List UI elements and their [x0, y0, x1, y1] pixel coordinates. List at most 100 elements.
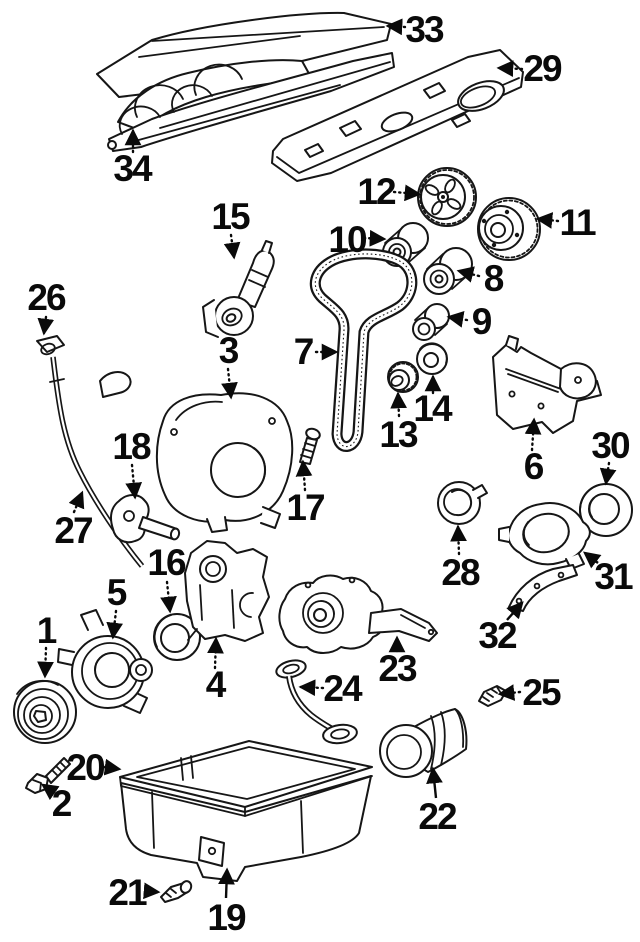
- callout-number[interactable]: 10: [328, 219, 369, 260]
- leader-arrow: [390, 391, 408, 418]
- callout-21[interactable]: 21: [108, 872, 161, 913]
- callout-10[interactable]: 10: [328, 219, 387, 260]
- callout-13[interactable]: 13: [379, 391, 420, 455]
- callout-number[interactable]: 22: [418, 796, 459, 837]
- leader-arrow: [40, 783, 60, 801]
- leader-arrow: [218, 867, 235, 899]
- part-5-pump-housing: [57, 609, 153, 714]
- callout-number[interactable]: 34: [113, 148, 155, 189]
- callout-number[interactable]: 15: [211, 196, 252, 237]
- leader-arrow: [125, 463, 143, 500]
- callout-number[interactable]: 13: [379, 414, 420, 455]
- part-11-crank-timing-gear: [477, 197, 541, 261]
- leader-arrow: [583, 551, 602, 569]
- callout-number[interactable]: 12: [357, 171, 398, 212]
- callout-5[interactable]: 5: [106, 572, 129, 640]
- part-25-oil-fitting: [478, 685, 507, 707]
- callout-number[interactable]: 14: [413, 388, 455, 429]
- leader-arrow: [295, 459, 313, 492]
- callout-25[interactable]: 25: [497, 672, 563, 713]
- leader-arrow: [221, 367, 238, 400]
- part-22-oil-filter: [379, 708, 468, 778]
- callout-number[interactable]: 24: [323, 668, 365, 709]
- part-4-chain-guide-plate: [184, 540, 270, 642]
- callout-28[interactable]: 28: [441, 524, 482, 593]
- callout-33[interactable]: 33: [385, 9, 446, 50]
- callout-number[interactable]: 28: [441, 552, 482, 593]
- callout-number[interactable]: 20: [66, 747, 107, 788]
- callout-22[interactable]: 22: [418, 766, 459, 837]
- callout-16[interactable]: 16: [147, 542, 188, 614]
- callout-24[interactable]: 24: [298, 668, 365, 709]
- callout-number[interactable]: 29: [523, 48, 564, 89]
- callout-number[interactable]: 26: [27, 277, 68, 318]
- part-24-oil-pickup-tube: [275, 659, 358, 745]
- callout-3[interactable]: 3: [219, 330, 241, 400]
- leader-arrow: [426, 766, 443, 799]
- callout-number[interactable]: 19: [207, 897, 248, 938]
- callout-number[interactable]: 3: [219, 330, 241, 371]
- callout-30[interactable]: 30: [591, 425, 632, 486]
- callout-number[interactable]: 9: [472, 301, 494, 342]
- callout-12[interactable]: 12: [357, 171, 422, 212]
- callout-14[interactable]: 14: [413, 374, 455, 429]
- callout-17[interactable]: 17: [286, 459, 326, 528]
- callout-7[interactable]: 7: [294, 331, 339, 372]
- callout-26[interactable]: 26: [27, 277, 68, 336]
- callout-number[interactable]: 27: [54, 510, 94, 551]
- callout-number[interactable]: 2: [52, 783, 74, 824]
- callout-number[interactable]: 16: [147, 542, 188, 583]
- callout-27[interactable]: 27: [54, 490, 94, 551]
- callout-9[interactable]: 9: [446, 301, 494, 342]
- callout-number[interactable]: 8: [484, 258, 506, 299]
- callout-23[interactable]: 23: [378, 635, 419, 689]
- callout-number[interactable]: 18: [112, 426, 153, 467]
- callout-8[interactable]: 8: [456, 258, 506, 299]
- leader-arrow: [446, 311, 469, 328]
- callout-number[interactable]: 32: [478, 615, 519, 656]
- callout-31[interactable]: 31: [583, 551, 635, 597]
- part-18-tube-bracket: [110, 494, 181, 544]
- callout-number[interactable]: 31: [594, 556, 635, 597]
- callout-20[interactable]: 20: [66, 747, 122, 788]
- callout-1[interactable]: 1: [37, 610, 59, 679]
- part-12-cam-sprocket: [417, 167, 477, 227]
- callout-number[interactable]: 7: [294, 331, 315, 372]
- part-13-crank-sprocket: [387, 361, 419, 393]
- leader-arrow: [524, 417, 542, 452]
- callout-number[interactable]: 1: [37, 610, 59, 651]
- callout-18[interactable]: 18: [112, 426, 153, 500]
- callout-15[interactable]: 15: [211, 196, 252, 260]
- callout-number[interactable]: 33: [405, 9, 446, 50]
- callout-number[interactable]: 25: [522, 672, 563, 713]
- callout-29[interactable]: 29: [496, 48, 564, 89]
- callout-6[interactable]: 6: [524, 417, 546, 487]
- part-23-oil-pump: [278, 574, 438, 654]
- leader-arrow: [106, 609, 123, 640]
- callout-4[interactable]: 4: [206, 636, 229, 705]
- callout-number[interactable]: 4: [206, 664, 229, 705]
- callout-2[interactable]: 2: [40, 783, 74, 824]
- part-16-front-seal: [153, 613, 201, 661]
- part-30-crankshaft-seal: [579, 483, 633, 537]
- callout-32[interactable]: 32: [478, 601, 524, 656]
- callout-number[interactable]: 21: [108, 872, 149, 913]
- part-20-oil-pan-gasket: [119, 740, 373, 817]
- leader-arrow: [497, 684, 522, 701]
- callout-number[interactable]: 30: [591, 425, 632, 466]
- leader-arrow: [68, 490, 85, 514]
- callout-number[interactable]: 5: [107, 572, 129, 613]
- leader-arrow: [496, 60, 524, 78]
- callout-number[interactable]: 17: [286, 487, 326, 528]
- callout-number[interactable]: 6: [524, 446, 546, 487]
- leader-arrow: [223, 233, 241, 260]
- callout-number[interactable]: 11: [559, 202, 598, 243]
- part-14-washer: [416, 342, 448, 375]
- callout-11[interactable]: 11: [535, 202, 598, 243]
- leader-arrow: [392, 184, 422, 202]
- callout-19[interactable]: 19: [207, 867, 248, 938]
- callout-34[interactable]: 34: [113, 128, 155, 189]
- callout-number[interactable]: 23: [378, 648, 419, 689]
- leader-arrow: [456, 266, 481, 283]
